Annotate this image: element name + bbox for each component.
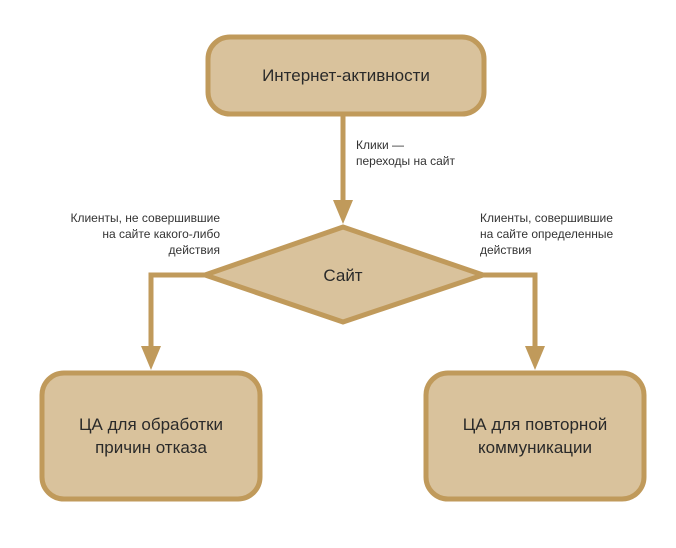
edge-right [483, 272, 538, 350]
edge-right-label: Клиенты, совершившие на сайте определенн… [480, 210, 613, 258]
arrowhead-icon [141, 346, 161, 370]
edge-left-line2: на сайте какого-либо [102, 227, 220, 241]
node-bounce-audience [39, 370, 263, 502]
edge-clicks-line2: переходы на сайт [356, 154, 455, 168]
node-site-diamond [197, 224, 491, 325]
edge-right-line3: действия [480, 243, 532, 257]
edge-clicks-label: Клики — переходы на сайт [356, 137, 455, 169]
arrowhead-icon [525, 346, 545, 370]
edge-clicks-line1: Клики — [356, 138, 404, 152]
node-internet-activity [205, 34, 487, 117]
node-left-line2: причин отказа [95, 438, 207, 457]
node-left-label: ЦА для обработки причин отказа [42, 373, 260, 499]
edge-left-line3: действия [168, 243, 220, 257]
edge-left-line1: Клиенты, не совершившие [70, 211, 220, 225]
node-reengagement-audience [423, 370, 647, 502]
edge-right-line2: на сайте определенные [480, 227, 614, 241]
node-site-label: Сайт [323, 265, 363, 285]
edge-right-line1: Клиенты, совершившие [480, 211, 613, 225]
arrowhead-icon [333, 200, 353, 224]
edge-left [148, 272, 205, 350]
node-top-label: Интернет-активности [262, 66, 430, 85]
node-right-label: ЦА для повторной коммуникации [426, 373, 644, 499]
node-left-line1: ЦА для обработки [78, 415, 224, 434]
node-right-line2: коммуникации [477, 438, 593, 457]
node-right-line1: ЦА для повторной [462, 415, 608, 434]
edge-left-label: Клиенты, не совершившие на сайте какого-… [70, 210, 220, 258]
